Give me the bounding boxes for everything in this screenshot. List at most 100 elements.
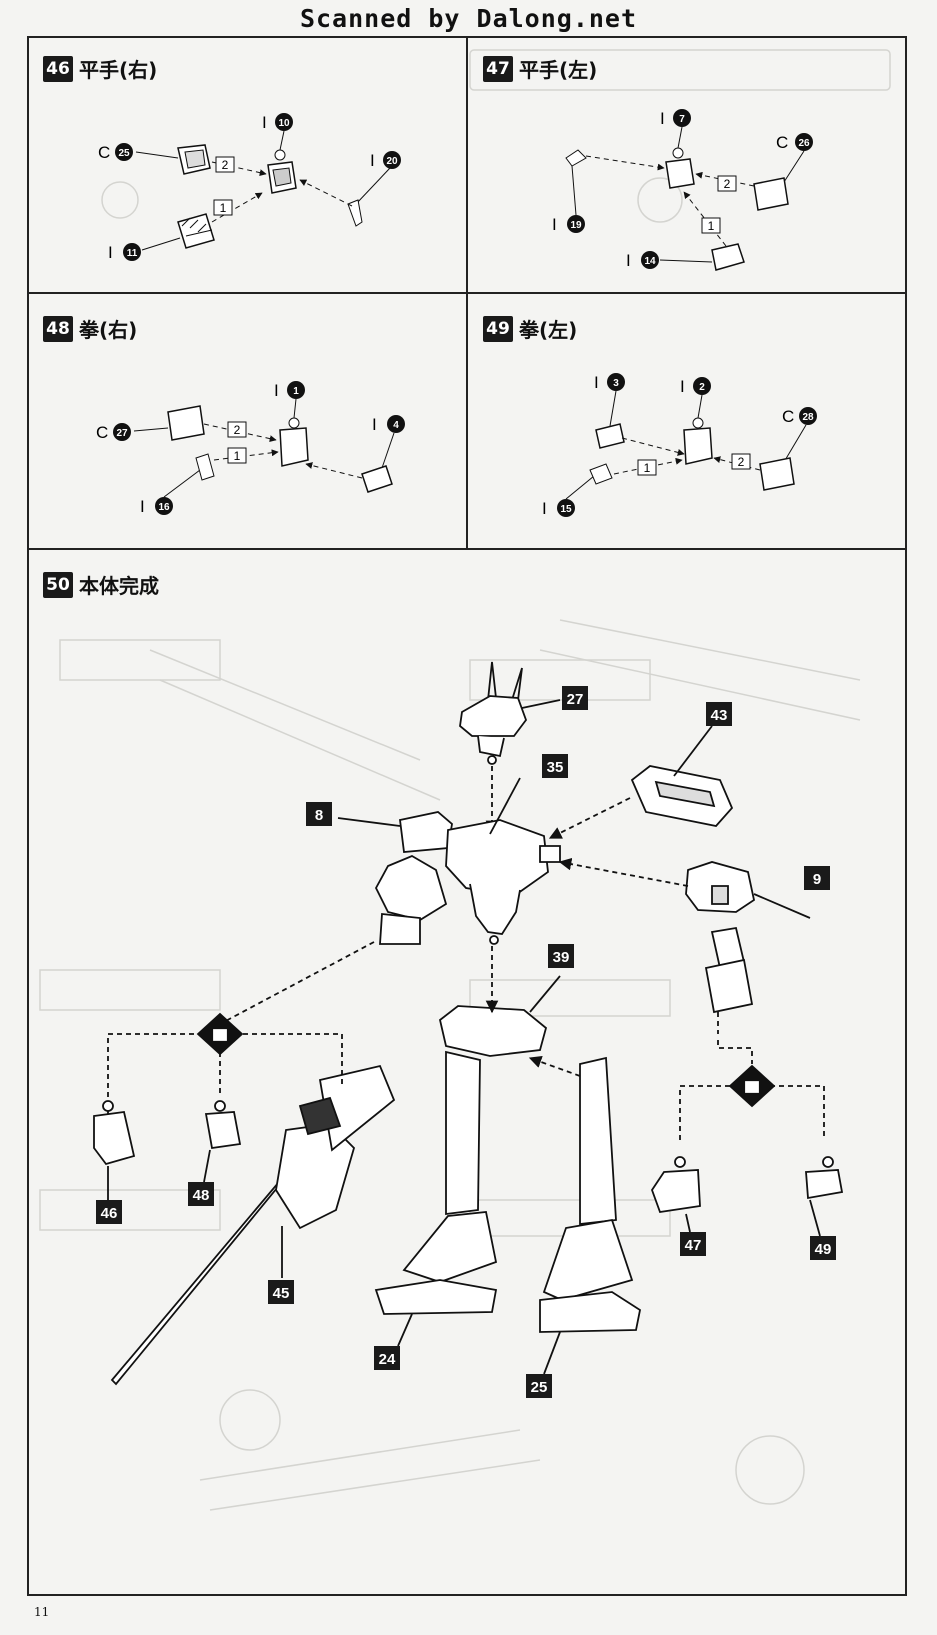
svg-text:46: 46 bbox=[101, 1205, 118, 1222]
svg-text:35: 35 bbox=[547, 759, 564, 776]
part-number: 3 bbox=[613, 378, 619, 389]
label-48: 48 bbox=[188, 1182, 214, 1206]
svg-text:45: 45 bbox=[273, 1285, 290, 1302]
runner-letter: I bbox=[660, 109, 665, 128]
part-number: 4 bbox=[393, 420, 399, 431]
label-45: 45 bbox=[268, 1280, 294, 1304]
step-number: 46 bbox=[43, 55, 73, 82]
step-title: 拳(左) bbox=[519, 318, 578, 342]
part-number: 20 bbox=[386, 156, 398, 167]
part-number: 26 bbox=[798, 138, 810, 149]
rifle-part bbox=[110, 1064, 396, 1386]
part-callout: I 3 bbox=[594, 373, 625, 392]
head-part bbox=[459, 661, 528, 765]
part-callout: I 1 bbox=[274, 381, 305, 400]
part-number: 14 bbox=[644, 256, 656, 267]
step-number: 50 bbox=[43, 571, 73, 598]
step46-diagram: C 25 I 10 I 20 I 11 bbox=[98, 113, 401, 262]
step-title: 平手(左) bbox=[519, 58, 598, 82]
part-callout: C 28 bbox=[782, 407, 817, 426]
runner-letter: C bbox=[782, 407, 794, 426]
runner-letter: I bbox=[542, 499, 547, 518]
part-number: 7 bbox=[679, 114, 685, 125]
part-number: 19 bbox=[570, 220, 582, 231]
divider-row1 bbox=[27, 292, 907, 294]
arm-part bbox=[685, 861, 756, 1014]
part-number: 15 bbox=[560, 504, 572, 515]
runner-letter: I bbox=[370, 151, 375, 170]
part-callout: C 27 bbox=[96, 423, 131, 442]
hand-46 bbox=[93, 1100, 136, 1166]
part-callout: I 2 bbox=[680, 377, 711, 396]
part-number: 2 bbox=[699, 382, 705, 393]
runner-letter: I bbox=[552, 215, 557, 234]
step-48-header: 48 拳(右) bbox=[43, 314, 137, 343]
step-title: 本体完成 bbox=[79, 574, 159, 598]
runner-letter: I bbox=[140, 497, 145, 516]
svg-text:43: 43 bbox=[711, 707, 728, 724]
svg-text:2: 2 bbox=[724, 177, 731, 191]
scanner-banner: Scanned by Dalong.net bbox=[299, 4, 638, 33]
step-number: 48 bbox=[43, 315, 73, 342]
part-number: 16 bbox=[158, 502, 170, 513]
torso-part bbox=[374, 811, 561, 945]
step-number: 47 bbox=[483, 55, 513, 82]
label-35: 35 bbox=[542, 754, 568, 778]
seq-box: 1 bbox=[227, 447, 247, 464]
seq-box: 1 bbox=[637, 459, 657, 476]
svg-text:9: 9 bbox=[813, 871, 821, 888]
seq-box: 1 bbox=[213, 199, 233, 216]
step50-diagram: 27 43 35 8 9 39 46 48 45 24 25 47 49 bbox=[93, 661, 844, 1398]
step-title: 平手(右) bbox=[79, 58, 158, 82]
seq-box: 1 bbox=[701, 217, 721, 234]
part-callout: I 10 bbox=[262, 113, 293, 132]
part-callout: I 20 bbox=[370, 151, 401, 170]
label-39: 39 bbox=[548, 944, 574, 968]
part-number: 10 bbox=[278, 118, 290, 129]
step47-diagram: I 7 C 26 I 19 I 14 2 1 bbox=[552, 109, 813, 271]
svg-text:1: 1 bbox=[708, 219, 715, 233]
step48-diagram: I 1 C 27 I 4 I 16 2 1 bbox=[96, 381, 405, 516]
ghost-background bbox=[39, 49, 891, 1511]
seq-box: 2 bbox=[717, 175, 737, 192]
part-number: 28 bbox=[802, 412, 814, 423]
runner-letter: I bbox=[108, 243, 113, 262]
part-number: 11 bbox=[127, 248, 138, 259]
part-number: 1 bbox=[293, 386, 299, 397]
step-49-header: 49 拳(左) bbox=[483, 314, 577, 343]
svg-text:2: 2 bbox=[738, 455, 745, 469]
part-callout: I 19 bbox=[552, 215, 585, 234]
page-number: 11 bbox=[34, 1605, 50, 1619]
hand-49 bbox=[805, 1156, 844, 1200]
runner-letter: I bbox=[274, 381, 279, 400]
runner-letter: C bbox=[776, 133, 788, 152]
seq-box: 2 bbox=[731, 453, 751, 470]
part-callout: I 15 bbox=[542, 499, 575, 518]
step-47-header: 47 平手(左) bbox=[483, 54, 597, 83]
step-title: 拳(右) bbox=[79, 318, 138, 342]
svg-text:8: 8 bbox=[315, 807, 323, 824]
hand-47 bbox=[650, 1156, 701, 1213]
svg-text:1: 1 bbox=[644, 461, 651, 475]
runner-letter: I bbox=[262, 113, 267, 132]
svg-text:2: 2 bbox=[222, 158, 229, 172]
label-8: 8 bbox=[306, 802, 332, 826]
step-50-header: 50 本体完成 bbox=[43, 570, 159, 599]
runner-letter: I bbox=[594, 373, 599, 392]
runner-letter: I bbox=[680, 377, 685, 396]
chest-plate-part bbox=[630, 765, 734, 827]
label-9: 9 bbox=[804, 866, 830, 890]
label-43: 43 bbox=[706, 702, 732, 726]
part-number: 25 bbox=[118, 148, 130, 159]
part-callout: I 11 bbox=[108, 243, 141, 262]
part-callout: I 7 bbox=[660, 109, 691, 128]
step-46-header: 46 平手(右) bbox=[43, 54, 157, 83]
runner-letter: C bbox=[96, 423, 108, 442]
step-number: 49 bbox=[483, 315, 513, 342]
label-25: 25 bbox=[526, 1374, 552, 1398]
seq-box: 2 bbox=[227, 421, 247, 438]
svg-text:1: 1 bbox=[234, 449, 241, 463]
part-callout: I 16 bbox=[140, 497, 173, 516]
part-callout: C 25 bbox=[98, 143, 133, 162]
